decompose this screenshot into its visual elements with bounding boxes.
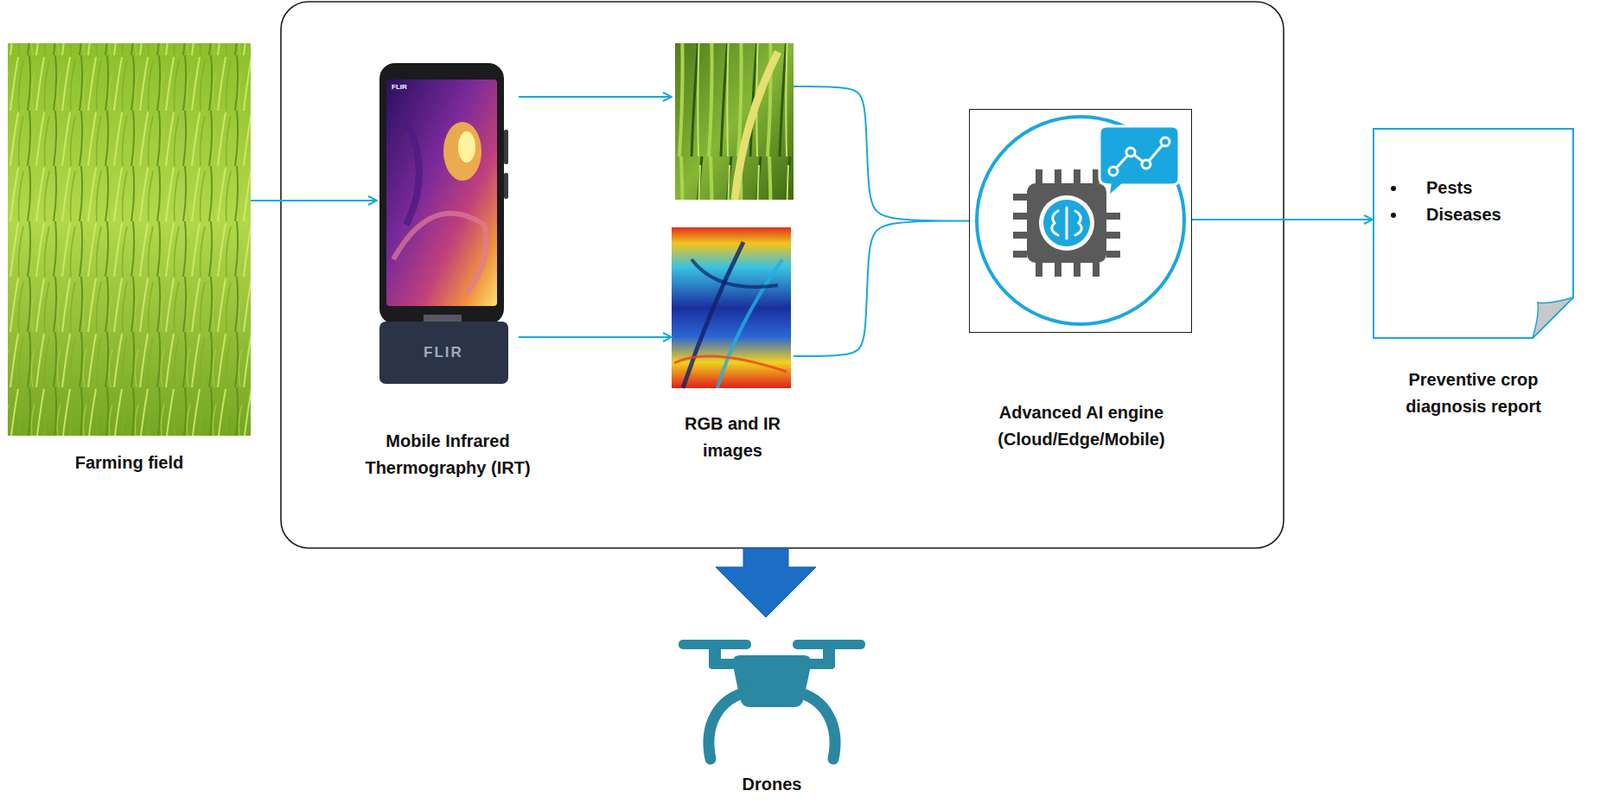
document-outline [1372, 127, 1575, 339]
flow-arrow [518, 336, 672, 338]
bullet-item: Diseases [1390, 201, 1575, 229]
node-caption: RGB and IR images [668, 410, 798, 465]
chip-pin [1073, 262, 1081, 277]
trend-dot [1141, 159, 1151, 169]
ir-streak [674, 356, 787, 372]
screen-logo: FLIR [389, 82, 409, 91]
flow-arrow [250, 199, 377, 202]
ir-streak [717, 259, 783, 389]
chip-core [1039, 195, 1095, 251]
bullet-item: Pests [1390, 174, 1575, 202]
merge-brace [793, 86, 969, 357]
field-photo [7, 43, 251, 436]
bullet-dot [1390, 212, 1397, 218]
report-document: PestsDiseasesPreventive crop diagnosis r… [1372, 127, 1575, 339]
drone-icon [678, 639, 866, 708]
chip-pin [1106, 250, 1121, 258]
chip-pin [1106, 231, 1121, 239]
drone-leg [708, 691, 749, 759]
chip-pin [1013, 250, 1027, 258]
chip-pin [1013, 231, 1027, 239]
thermal-streak [393, 213, 487, 294]
phone-body [379, 63, 504, 325]
chip-pin [1013, 193, 1027, 201]
bullet-text: Pests [1426, 178, 1473, 198]
node-caption: Farming field [34, 449, 225, 477]
phone-button [503, 129, 509, 165]
device-node: Mobile Infrared Thermography (IRT) [376, 60, 519, 386]
chip-pin [1035, 262, 1043, 277]
trend-dot [1126, 147, 1135, 157]
thermal-spot [443, 121, 482, 181]
chip-pin [1035, 169, 1043, 184]
flir-clip [379, 321, 509, 384]
clip-logo: FLIR [421, 344, 466, 362]
field-grass [7, 43, 251, 436]
chip-pin [1013, 212, 1027, 220]
node-caption: Drones [720, 771, 824, 798]
phone-button [503, 172, 509, 199]
flow-arrow [1192, 218, 1373, 221]
chart-bubble [1099, 126, 1180, 198]
ai-engine-box: Advanced AI engine (Cloud/Edge/Mobile) [968, 108, 1193, 333]
chip-pin [1106, 212, 1121, 220]
brain-symbol [1051, 207, 1082, 239]
page-fold [1532, 297, 1574, 338]
ai-ring [976, 116, 1185, 325]
ir-image [671, 227, 791, 389]
chip-pin [1092, 262, 1100, 277]
ir-streak [691, 259, 778, 287]
rgb-blades [675, 43, 794, 200]
bullet-text: Diseases [1426, 204, 1502, 225]
bullet-dot [1390, 185, 1397, 192]
brain-disc [1043, 199, 1091, 247]
thermal-streak [406, 121, 420, 225]
trend-dot [1160, 137, 1170, 147]
node-caption: Preventive crop diagnosis report [1387, 366, 1561, 421]
chip-body [1026, 183, 1107, 263]
image-pair-node: RGB and IR images [671, 43, 794, 389]
block-arrow [715, 548, 816, 618]
document-shape [1373, 128, 1574, 338]
drone-node: Drones [678, 622, 866, 763]
system-frame [280, 1, 1284, 549]
yellow-blade [734, 51, 778, 200]
thermal-spot [458, 131, 476, 163]
trend-line [1113, 141, 1166, 172]
drone-leg [795, 691, 836, 759]
chip-pin [1054, 262, 1062, 277]
chip-pin [1073, 169, 1081, 184]
node-caption: Mobile Infrared Thermography (IRT) [344, 427, 552, 482]
flow-arrow [518, 95, 672, 98]
rgb-image [675, 43, 794, 200]
node-caption: Advanced AI engine (Cloud/Edge/Mobile) [973, 399, 1190, 453]
field-photo-node: Farming field [7, 43, 251, 436]
drone-body [733, 655, 812, 708]
chip-pin [1054, 169, 1062, 184]
phone-screen [386, 79, 498, 306]
ir-streak [682, 242, 744, 389]
trend-dot [1109, 166, 1118, 176]
